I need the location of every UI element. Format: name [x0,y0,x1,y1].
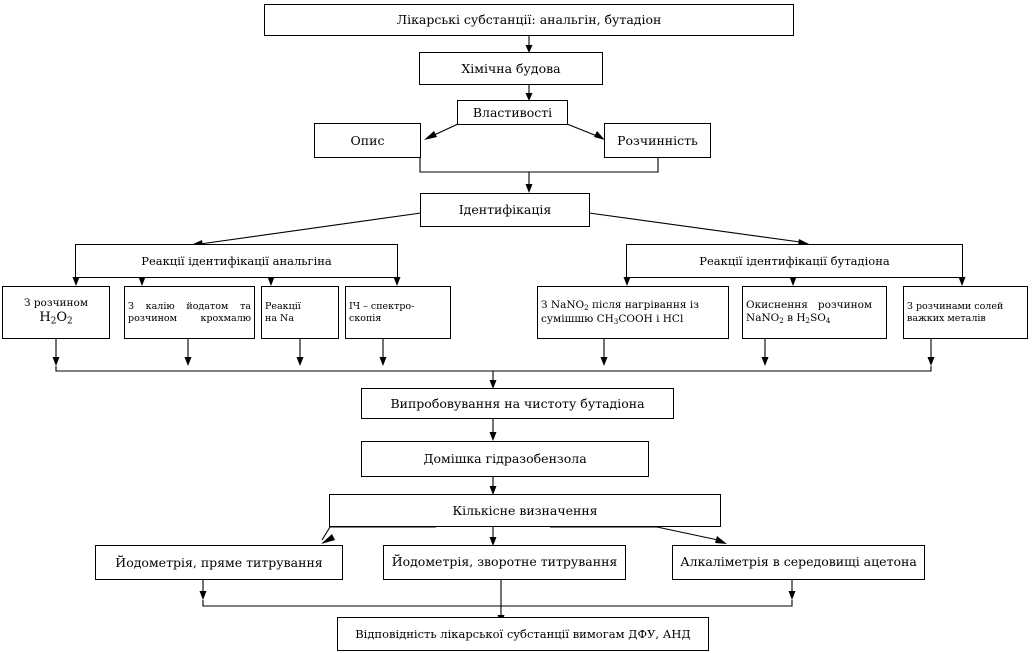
node-butadion-reactions[interactable]: Реакції ідентифікації бутадіона [626,244,963,278]
analgin-test-3-line1: Реакції [265,300,301,312]
node-butadion-reactions-label: Реакції ідентифікації бутадіона [699,253,890,268]
analgin-test-4-line2: скопія [349,312,382,324]
node-alkalimetry[interactable]: Алкаліметрія в середовищі ацетона [672,545,925,580]
node-substances-label: Лікарські субстанції: анальгін, бутадіон [396,12,662,28]
node-chemical-structure[interactable]: Хімічна будова [419,52,603,85]
node-quantitative[interactable]: Кількісне визначення [329,494,721,527]
node-iodometry-back-label: Йодометрія, зворотне титрування [391,554,618,570]
node-substances[interactable]: Лікарські субстанції: анальгін, бутадіон [264,4,794,36]
node-solubility[interactable]: Розчинність [604,123,711,158]
analgin-test-3-label: Реакції на Na [262,301,338,325]
node-purity-test-label: Випробовування на чистоту бутадіона [390,395,645,411]
analgin-test-1-label: З розчином H2O2 [23,297,89,327]
node-chemical-structure-label: Хімічна будова [461,60,561,76]
node-identification[interactable]: Ідентифікація [420,193,590,227]
analgin-test-1-line1: З розчином [23,297,89,310]
analgin-test-2-line1: З калію йодатом та [128,300,251,312]
node-alkalimetry-label: Алкаліметрія в середовищі ацетона [680,554,917,570]
node-properties[interactable]: Властивості [457,100,568,125]
node-solubility-label: Розчинність [617,132,698,148]
node-conformity[interactable]: Відповідність лікарської субстанції вимо… [337,617,709,651]
node-butadion-test-3[interactable]: З розчинами солей важких металів [903,286,1028,339]
node-analgin-reactions-label: Реакції ідентифікації анальгіна [141,253,332,268]
node-conformity-label: Відповідність лікарської субстанції вимо… [355,626,691,641]
node-quantitative-label: Кількісне визначення [452,502,598,518]
node-description[interactable]: Опис [314,123,421,158]
node-properties-label: Властивості [472,104,553,120]
node-iodometry-direct-label: Йодометрія, пряме титрування [115,554,323,570]
analgin-test-2-label: З калію йодатом та розчином крохмалю [125,301,254,325]
node-analgin-test-1[interactable]: З розчином H2O2 [2,286,110,339]
node-hydrazobenzene-admixture[interactable]: Домішка гідразобензола [361,441,649,477]
node-identification-label: Ідентифікація [458,202,552,218]
node-purity-test[interactable]: Випробовування на чистоту бутадіона [361,388,674,419]
analgin-test-3-line2: на Na [265,312,294,324]
analgin-test-4-label: ІЧ – спектро- скопія [346,301,450,325]
node-iodometry-direct[interactable]: Йодометрія, пряме титрування [95,545,343,580]
analgin-test-2-line2: розчином крохмалю [128,312,251,324]
node-analgin-reactions[interactable]: Реакції ідентифікації анальгіна [75,244,398,278]
node-hydrazobenzene-admixture-label: Домішка гідразобензола [423,451,587,467]
node-analgin-test-4[interactable]: ІЧ – спектро- скопія [345,286,451,339]
analgin-test-4-line1: ІЧ – спектро- [349,300,415,312]
butadion-test-3-line2: важких металів [907,312,986,324]
node-iodometry-back[interactable]: Йодометрія, зворотне титрування [383,545,626,580]
butadion-test-3-line1: З розчинами солей [907,300,1004,312]
node-analgin-test-2[interactable]: З калію йодатом та розчином крохмалю [124,286,255,339]
butadion-test-3-label: З розчинами солей важких металів [904,301,1027,325]
node-analgin-test-3[interactable]: Реакції на Na [261,286,339,339]
node-description-label: Опис [350,132,385,148]
